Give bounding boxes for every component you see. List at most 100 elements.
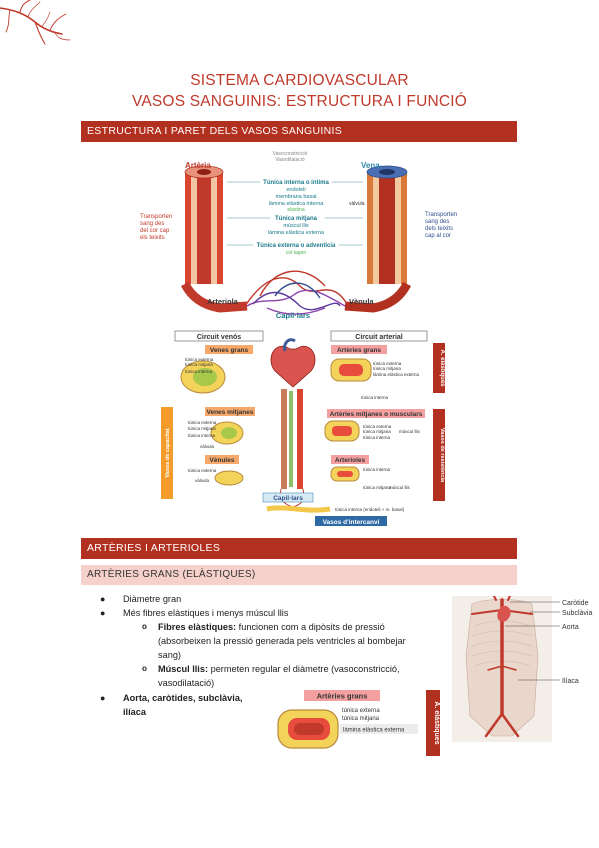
sub-bullet-2-text: Múscul llis: permeten regular el diàmetr… <box>158 664 400 674</box>
sub-bullet-1-line3: sang) <box>158 650 181 660</box>
bullet-1: ● <box>100 594 106 604</box>
arterioles-vessel <box>330 466 360 482</box>
central-vessels <box>280 389 305 508</box>
vasos-intercanvi-label: Vasos d'intercanvi <box>323 519 380 526</box>
svg-text:sang des: sang des <box>140 221 164 227</box>
sub-bullet-2: o <box>142 664 147 673</box>
svg-text:túnica externa: túnica externa <box>188 420 217 425</box>
valvula-label: vàlvula <box>349 201 365 207</box>
svg-text:làmina elàstica interna: làmina elàstica interna <box>269 201 325 207</box>
label-iliaca: Ilíaca <box>562 678 579 685</box>
svg-text:Artèries grans: Artèries grans <box>317 692 368 701</box>
svg-text:cap al cor: cap al cor <box>425 233 451 239</box>
section-heading-structure: ESTRUCTURA I PARET DELS VASOS SANGUINIS <box>81 121 517 142</box>
sub-bullet-2-line2: vasodilatació) <box>158 678 215 688</box>
sub-bullet-1: o <box>142 622 147 631</box>
capillars-circuit-label: Capil·lars <box>273 495 303 502</box>
svg-text:múscul llis: múscul llis <box>399 429 421 434</box>
circuit-venos-title: Circuit venós <box>197 334 241 341</box>
bullet-2: ● <box>100 608 106 618</box>
vein-tube <box>344 165 412 313</box>
layer-labels: Túnica interna o íntima endoteli membran… <box>257 180 336 256</box>
svg-text:túnica externa: túnica externa <box>342 708 380 714</box>
sub-bullet-1-line2: (absorbeixen la pressió generada pels ve… <box>158 636 406 646</box>
svg-text:sang des: sang des <box>425 219 449 225</box>
bullet-3: ● <box>100 693 106 703</box>
svg-text:làmina elàstica externa: làmina elàstica externa <box>343 728 405 734</box>
artery-cross-section <box>277 709 339 749</box>
capillar-tube <box>266 505 331 513</box>
label-aorta: Aorta <box>562 624 579 631</box>
svg-text:túnica externa: túnica externa <box>373 361 402 366</box>
right-note: Transporten sang des dels teixits cap al… <box>425 212 457 239</box>
venes-mitjanes-label: Venes mitjanes <box>207 409 254 416</box>
svg-text:túnica externa: túnica externa <box>363 424 392 429</box>
svg-text:túnica mitjana: túnica mitjana <box>363 485 391 490</box>
svg-text:làmina elàstica externa: làmina elàstica externa <box>373 372 420 377</box>
corner-vessel-decoration <box>0 0 71 45</box>
venula-label: Vènula <box>349 297 374 306</box>
heart-shape <box>497 605 511 622</box>
capillars-label: Capil·lars <box>276 311 310 320</box>
svg-text:túnica interna: túnica interna <box>363 467 391 472</box>
heart-icon <box>270 338 316 388</box>
bullet-3-text-line2: ilíaca <box>123 707 146 717</box>
svg-text:endoteli: endoteli <box>286 187 305 193</box>
svg-text:túnica interna: túnica interna <box>363 435 391 440</box>
vasos-resistencia-label: Vasos de resistència <box>439 428 445 483</box>
bullet-1-text: Diàmetre gran <box>123 594 182 604</box>
page-title: SISTEMA CARDIOVASCULAR <box>190 72 409 89</box>
vasodilatacio-label: Vasodilatació <box>275 157 305 163</box>
venules-label: Vènules <box>210 457 235 464</box>
svg-text:túnica interna: túnica interna <box>361 395 389 400</box>
arteria-label: Artèria <box>185 161 211 170</box>
section-heading-arteries: ARTÈRIES I ARTERIOLES <box>81 538 517 559</box>
circuit-diagram: Circuit venós Circuit arterial Venes gra… <box>161 330 445 526</box>
svg-text:túnica mitjana: túnica mitjana <box>188 426 216 431</box>
arteries-mitjanes-label: Artèries mitjanes o musculars <box>330 411 423 418</box>
svg-text:vàlvula: vàlvula <box>200 444 215 449</box>
label-carotide: Caròtide <box>562 600 589 607</box>
svg-text:túnica interna (endoteli + m.: túnica interna (endoteli + m. basal) <box>335 507 405 512</box>
venes-grans-label: Venes grans <box>210 347 249 354</box>
svg-text:túnica externa: túnica externa <box>185 357 214 362</box>
arteries-grans-label: Artèries grans <box>337 347 381 354</box>
svg-text:elastina: elastina <box>287 207 304 213</box>
vasos-capacitat-label: Vasos de capacitat <box>165 428 171 477</box>
subsection-heading-arteries-grans: ARTÈRIES GRANS (ELÀSTIQUES) <box>81 565 517 585</box>
svg-text:múscul llis: múscul llis <box>283 223 309 229</box>
body-arteries-figure: Caròtide Subclàvia Aorta Ilíaca <box>452 596 592 742</box>
capillary-network <box>244 270 348 315</box>
page-subtitle: VASOS SANGUINIS: ESTRUCTURA I FUNCIÓ <box>131 93 468 110</box>
svg-text:del cor cap: del cor cap <box>140 228 170 234</box>
svg-text:els teixits: els teixits <box>140 235 165 241</box>
svg-text:túnica mitjana: túnica mitjana <box>342 716 380 722</box>
vasoconstriccio-label: Vasoconstricció <box>273 151 308 157</box>
arteriola-label: Arteriola <box>207 297 239 306</box>
svg-text:múscul llis: múscul llis <box>389 485 411 490</box>
svg-text:vàlvula: vàlvula <box>195 478 210 483</box>
venes-grans-vessel <box>180 360 226 394</box>
circuit-arterial-title: Circuit arterial <box>355 334 403 341</box>
svg-text:túnica mitjana: túnica mitjana <box>185 362 213 367</box>
svg-text:túnica interna: túnica interna <box>188 433 216 438</box>
artery-tube <box>180 165 248 313</box>
bullet-2-text: Més fibres elàstiques i menys múscul lli… <box>123 608 289 618</box>
venules-vessel <box>214 470 244 486</box>
vena-label: Vena <box>361 161 380 170</box>
a-elastiques-label: A. elàstiques <box>433 701 440 744</box>
svg-text:túnica externa: túnica externa <box>188 468 217 473</box>
vessel-structure-diagram: Vasoconstricció Vasodilatació Artèria Ve… <box>140 151 457 320</box>
left-note: Transporten sang des del cor cap els tei… <box>140 214 172 241</box>
svg-text:col·lagen: col·lagen <box>286 250 307 256</box>
svg-text:làmina elàstica externa: làmina elàstica externa <box>268 230 325 236</box>
svg-text:membrana basal: membrana basal <box>276 194 317 200</box>
a-elastiques-side-label: A. elàstiques <box>439 349 445 387</box>
svg-text:Túnica interna o íntima: Túnica interna o íntima <box>263 180 329 186</box>
svg-text:dels teixits: dels teixits <box>425 226 453 232</box>
svg-text:túnica mitjana: túnica mitjana <box>373 366 401 371</box>
sub-bullet-1-text: Fibres elàstiques: funcionen com a dipòs… <box>158 622 385 632</box>
svg-text:Túnica mitjana: Túnica mitjana <box>275 216 318 222</box>
arteries-grans-vessel <box>330 358 372 382</box>
arteries-mitjanes-vessel <box>324 420 360 442</box>
